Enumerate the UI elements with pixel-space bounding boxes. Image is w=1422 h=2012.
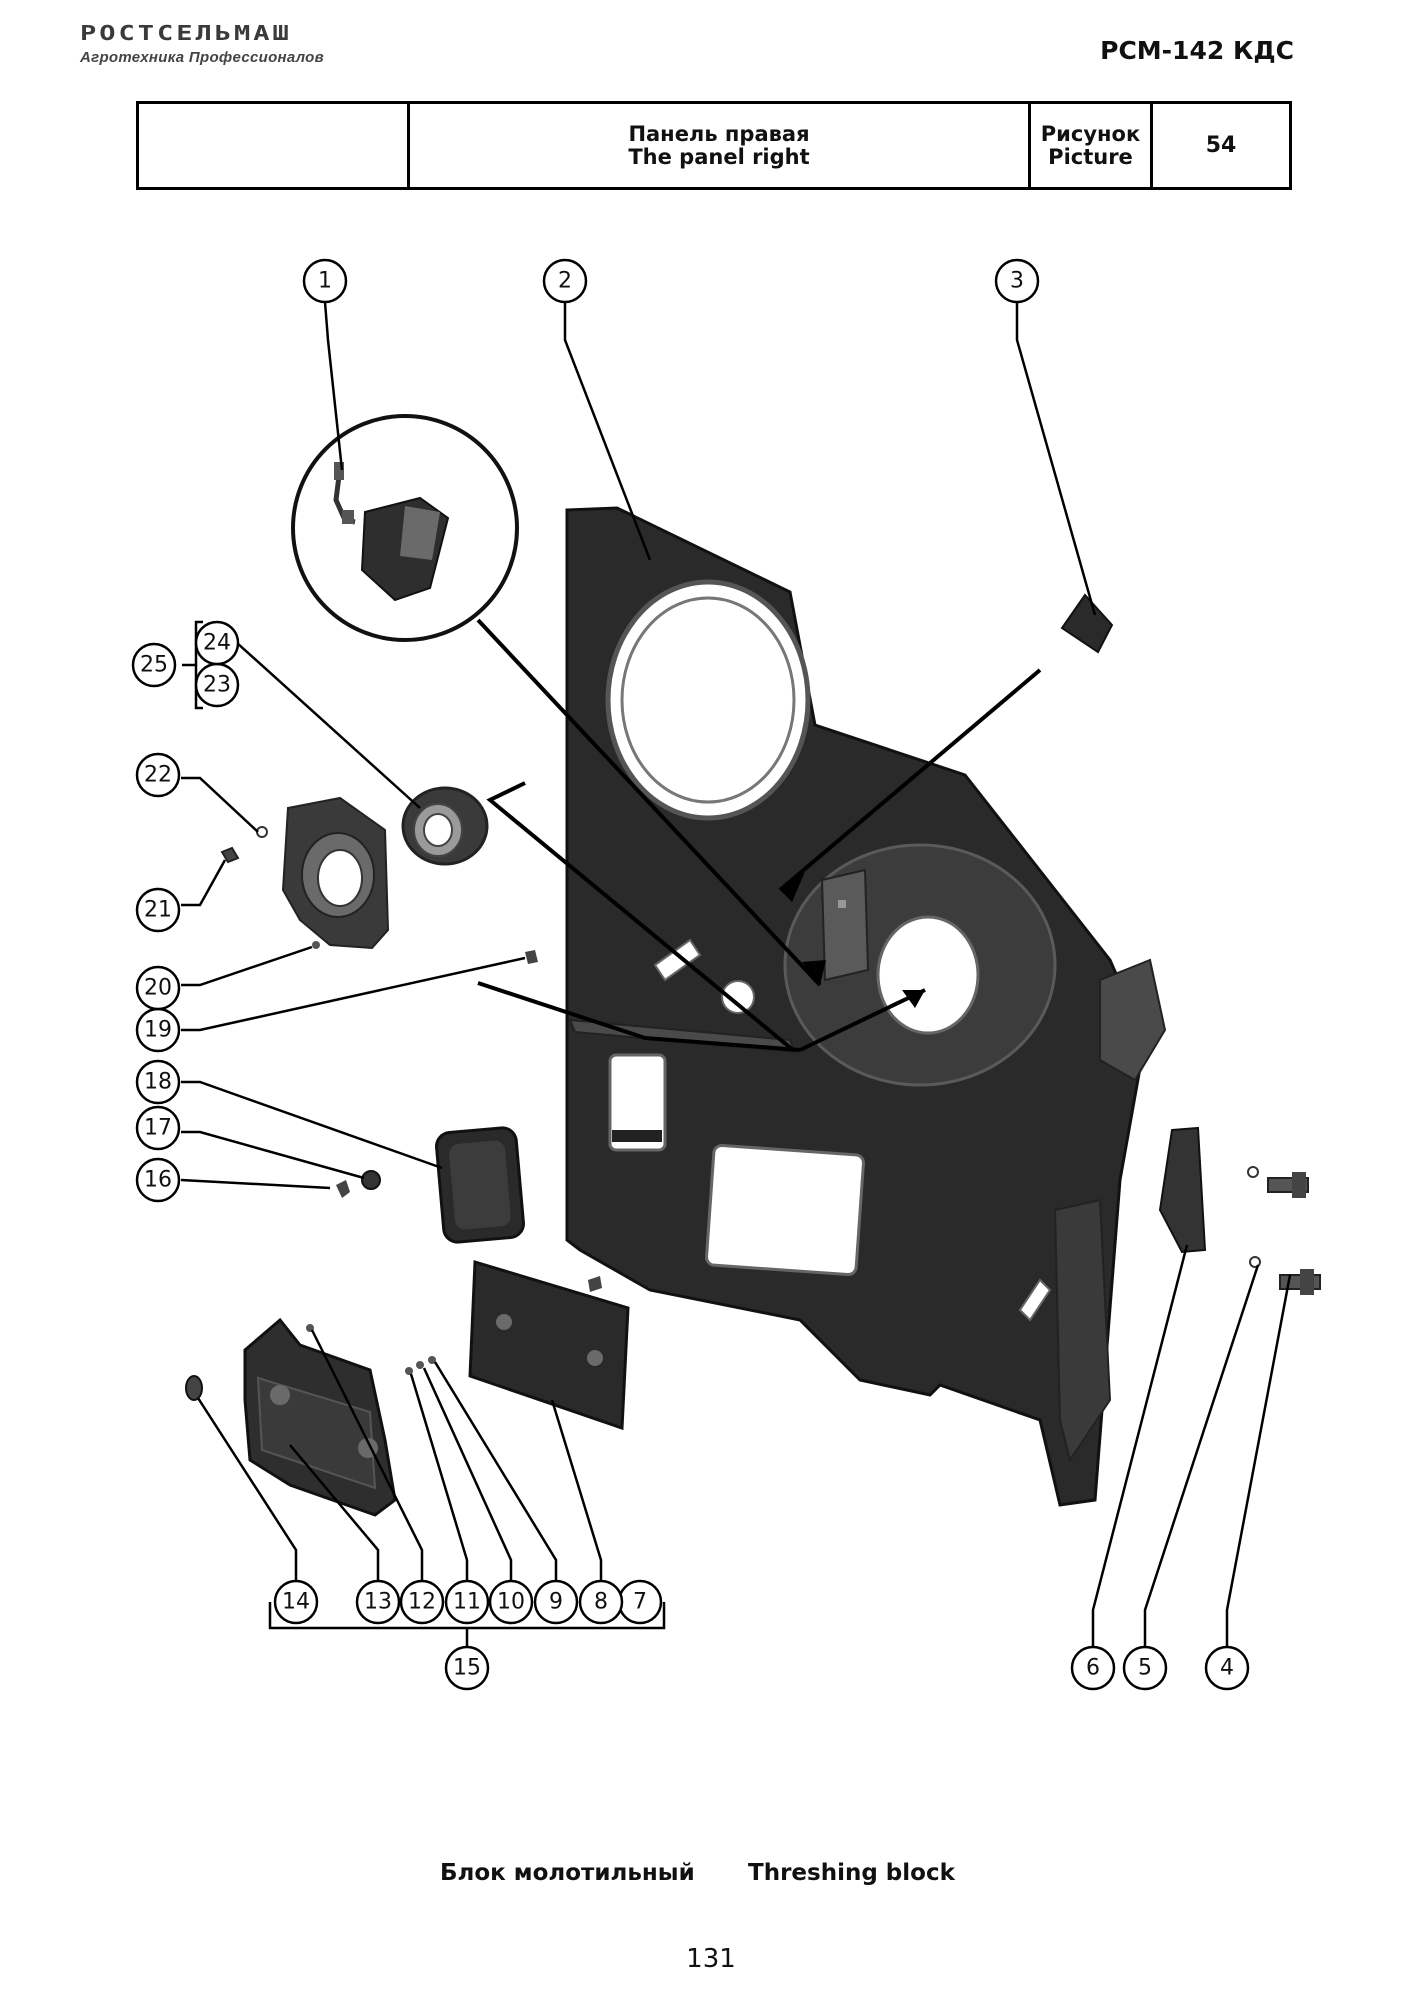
callout-14: 14 bbox=[282, 1590, 310, 1615]
callout-6: 6 bbox=[1086, 1656, 1100, 1681]
small-parts bbox=[185, 593, 1321, 1517]
part-name-en: The panel right bbox=[628, 144, 810, 169]
callout-13: 13 bbox=[364, 1590, 392, 1615]
title-cell-picture-label: Рисунок Picture bbox=[1031, 104, 1153, 187]
callout-18: 18 bbox=[144, 1070, 172, 1095]
callout-11: 11 bbox=[453, 1590, 481, 1615]
logo-tagline: Агротехника Профессионалов bbox=[80, 49, 324, 66]
callout-25: 25 bbox=[140, 653, 168, 678]
callout-17: 17 bbox=[144, 1116, 172, 1141]
picture-label-en: Picture bbox=[1048, 144, 1133, 169]
brand-logo: РОСТСЕЛЬМАШ Агротехника Профессионалов bbox=[80, 22, 324, 66]
panel-body-illustration bbox=[565, 506, 1167, 1507]
picture-number: 54 bbox=[1205, 133, 1237, 158]
page-number: 131 bbox=[686, 1944, 736, 1974]
callout-4: 4 bbox=[1220, 1656, 1234, 1681]
callout-23: 23 bbox=[203, 673, 231, 698]
model-designation: РСМ-142 КДС bbox=[1100, 36, 1294, 65]
callout-21: 21 bbox=[144, 898, 172, 923]
callout-22: 22 bbox=[144, 763, 172, 788]
callout-9: 9 bbox=[549, 1590, 563, 1615]
callout-5: 5 bbox=[1138, 1656, 1152, 1681]
picture-label-ru: Рисунок bbox=[1040, 121, 1141, 146]
callout-2: 2 bbox=[558, 269, 572, 294]
callout-24: 24 bbox=[203, 631, 231, 656]
callout-8: 8 bbox=[594, 1590, 608, 1615]
callout-16: 16 bbox=[144, 1168, 172, 1193]
title-cell-picture-number: 54 bbox=[1153, 104, 1289, 187]
callout-15: 15 bbox=[453, 1656, 481, 1681]
group-brackets bbox=[182, 620, 666, 1648]
callout-10: 10 bbox=[497, 1590, 525, 1615]
callout-labels: 1 2 3 4 5 6 7 8 9 10 11 12 13 14 15 16 1… bbox=[140, 269, 1234, 1681]
callout-12: 12 bbox=[408, 1590, 436, 1615]
assembly-name-en: Threshing block bbox=[748, 1860, 955, 1886]
title-cell-empty bbox=[139, 104, 410, 187]
detail-view-circle bbox=[291, 414, 519, 642]
arrowheads bbox=[780, 872, 925, 1008]
callout-7: 7 bbox=[633, 1590, 647, 1615]
callout-19: 19 bbox=[144, 1018, 172, 1043]
logo-wordmark: РОСТСЕЛЬМАШ bbox=[80, 22, 292, 46]
callout-3: 3 bbox=[1010, 269, 1024, 294]
callout-bubbles bbox=[131, 258, 1250, 1691]
part-name-ru: Панель правая bbox=[628, 121, 810, 146]
callout-20: 20 bbox=[144, 976, 172, 1001]
callout-1: 1 bbox=[318, 269, 332, 294]
title-cell-name: Панель правая The panel right bbox=[410, 104, 1031, 187]
indicator-lines bbox=[476, 618, 1042, 1052]
assembly-name-ru: Блок молотильный bbox=[440, 1860, 695, 1886]
title-block: Панель правая The panel right Рисунок Pi… bbox=[136, 101, 1292, 190]
